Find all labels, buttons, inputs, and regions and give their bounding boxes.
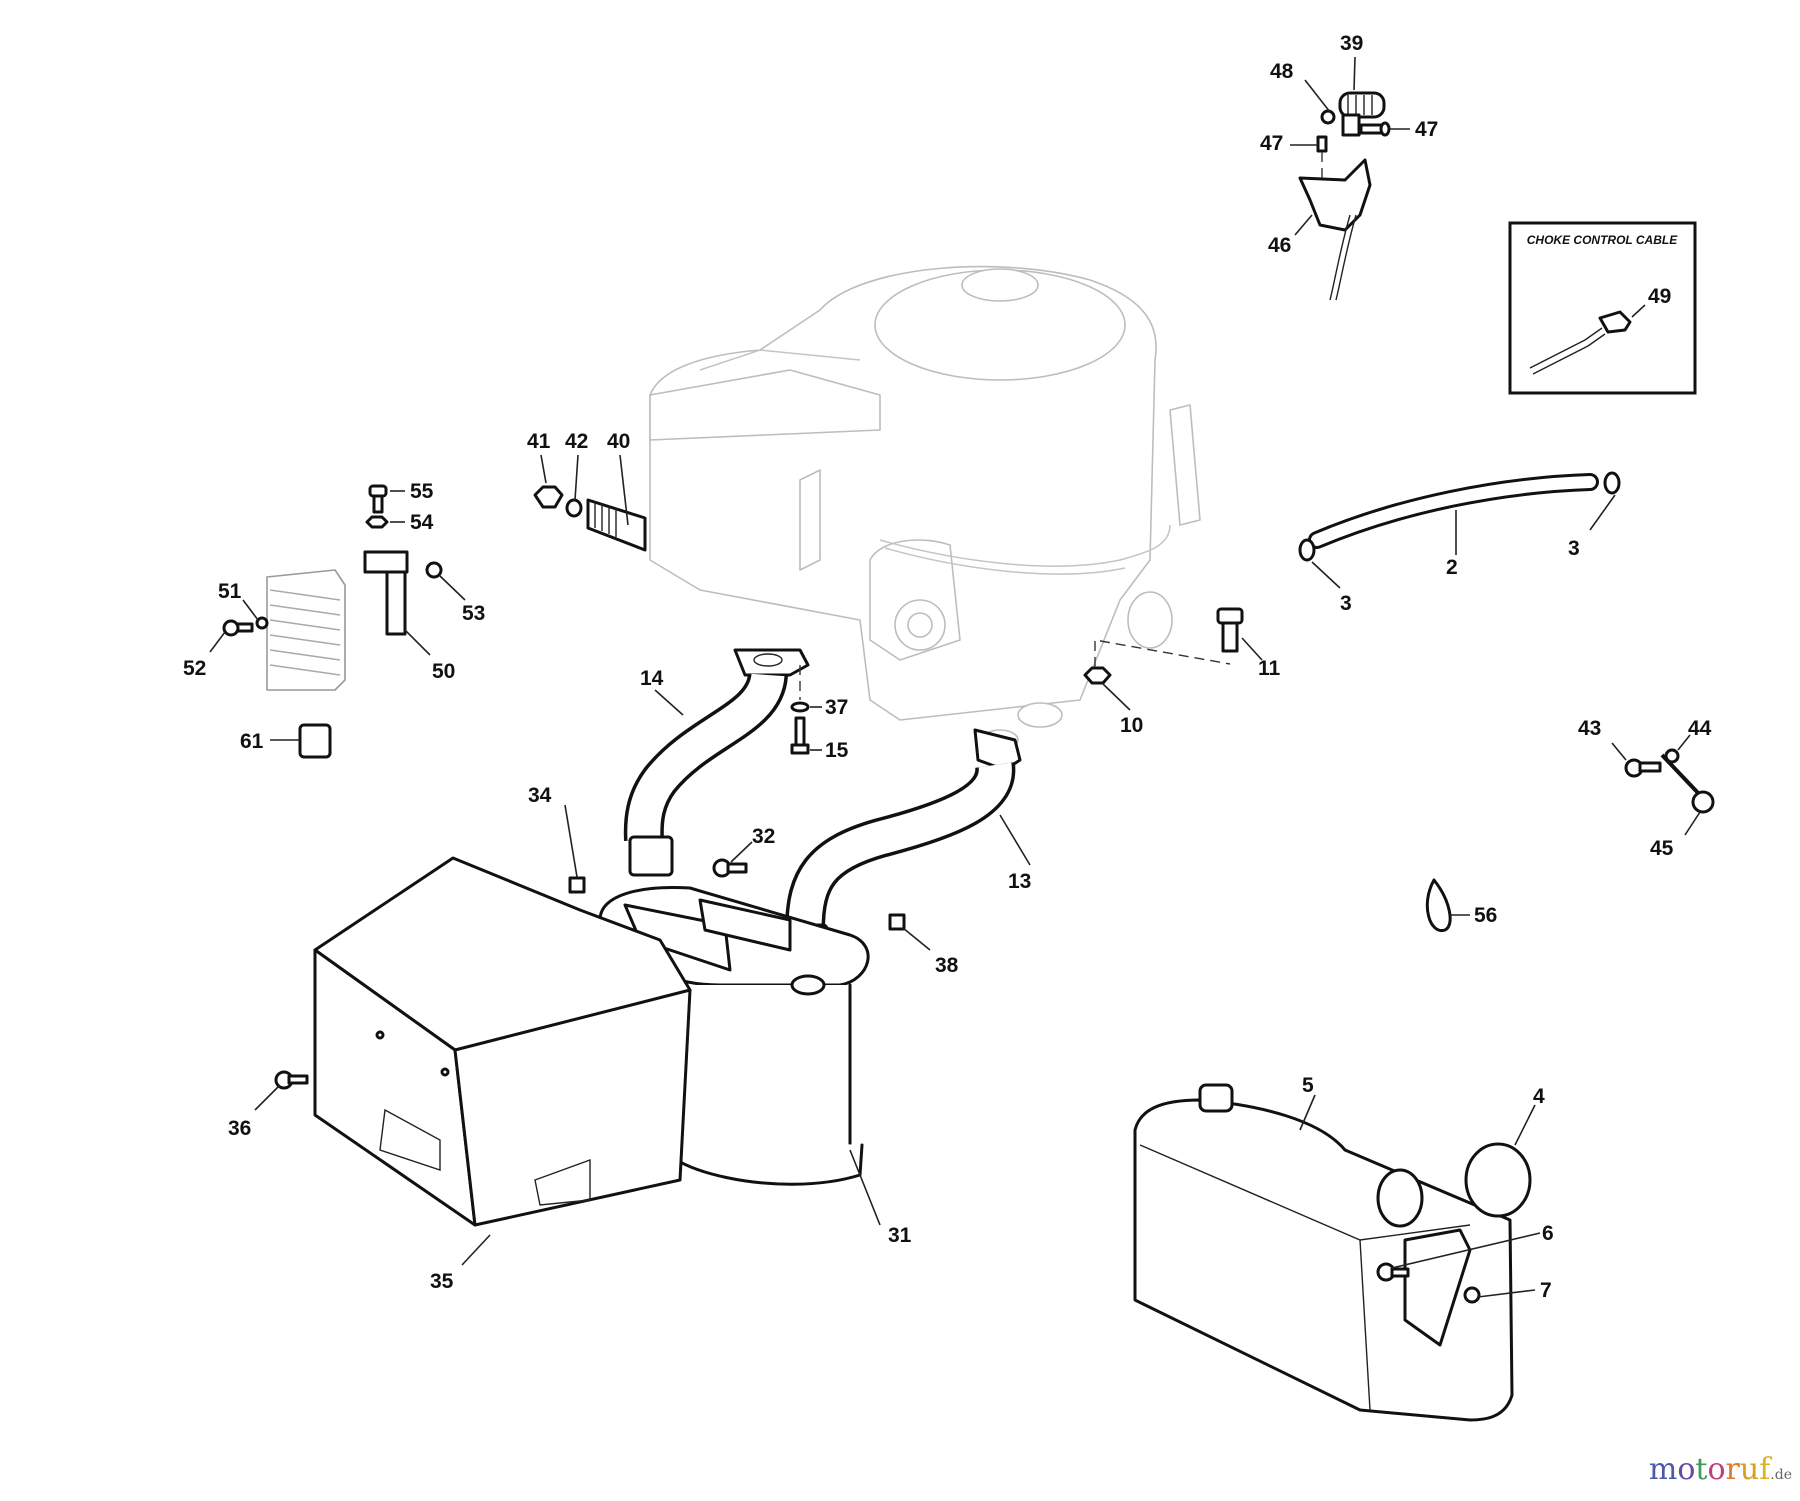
callout-38: 38 [935, 954, 959, 977]
watermark-letter: f [1759, 1452, 1771, 1487]
callout-55: 55 [410, 480, 434, 503]
callout-31: 31 [888, 1224, 912, 1247]
watermark-letter: m [1648, 1452, 1678, 1487]
callout-50: 50 [432, 660, 455, 683]
callout-32: 32 [752, 825, 775, 848]
leader-lines [209, 56, 1701, 1298]
watermark-suffix: .de [1770, 1467, 1792, 1483]
watermark-letter: u [1739, 1452, 1760, 1487]
exhaust-pipe-14 [623, 648, 810, 877]
callout-5: 5 [1302, 1074, 1314, 1097]
callout-49: 49 [1648, 285, 1671, 308]
callout-2: 2 [1446, 556, 1458, 579]
watermark-letter: r [1725, 1452, 1740, 1487]
callout-45: 45 [1650, 837, 1674, 860]
callout-11: 11 [1258, 657, 1281, 680]
callout-34: 34 [528, 784, 552, 807]
callout-3: 3 [1340, 592, 1352, 615]
callout-42: 42 [565, 430, 588, 453]
callout-47: 47 [1415, 118, 1438, 141]
exhaust-stud [533, 485, 647, 552]
callout-4: 4 [1533, 1085, 1545, 1108]
callout-41: 41 [527, 430, 551, 453]
choke-control-cable-inset: CHOKE CONTROL CABLE 49 [1508, 221, 1697, 395]
callout-53: 53 [462, 602, 485, 625]
watermark-letter: t [1695, 1452, 1708, 1487]
callout-37: 37 [825, 696, 848, 719]
watermark-letter: o [1707, 1452, 1726, 1487]
small-hardware [274, 607, 1715, 1090]
callout-56: 56 [1474, 904, 1497, 927]
callout-10: 10 [1120, 714, 1143, 737]
callout-47: 47 [1260, 132, 1283, 155]
callout-61: 61 [240, 730, 264, 753]
callout-43: 43 [1578, 717, 1601, 740]
engine-ghost [649, 265, 1201, 751]
callout-13: 13 [1008, 870, 1031, 893]
inset-title: CHOKE CONTROL CABLE [1527, 233, 1678, 247]
fuel-line [1298, 471, 1621, 562]
watermark-logo-text: motoruf [1649, 1452, 1770, 1487]
callout-52: 52 [183, 657, 206, 680]
fuel-tank-5 [1133, 1083, 1532, 1422]
watermark-letter: o [1677, 1452, 1696, 1487]
callout-14: 14 [640, 667, 664, 690]
regulator-assembly [222, 484, 443, 759]
callout-54: 54 [410, 511, 434, 534]
callout-39: 39 [1340, 32, 1363, 55]
callout-15: 15 [825, 739, 849, 762]
callout-46: 46 [1268, 234, 1291, 257]
callout-44: 44 [1688, 717, 1712, 740]
callout-7: 7 [1540, 1279, 1552, 1302]
callout-35: 35 [430, 1270, 454, 1293]
heat-shield-35 [313, 856, 692, 1227]
motoruf-watermark: motoruf.de [1649, 1452, 1792, 1487]
callout-6: 6 [1542, 1222, 1554, 1245]
choke-lever-assembly [1298, 91, 1391, 301]
callout-48: 48 [1270, 60, 1294, 83]
callout-40: 40 [607, 430, 630, 453]
callout-3: 3 [1568, 537, 1580, 560]
callout-36: 36 [228, 1117, 251, 1140]
callouts: 39 48 47 47 46 2 3 3 41 42 40 55 54 53 5… [183, 32, 1712, 1302]
callout-51: 51 [218, 580, 242, 603]
